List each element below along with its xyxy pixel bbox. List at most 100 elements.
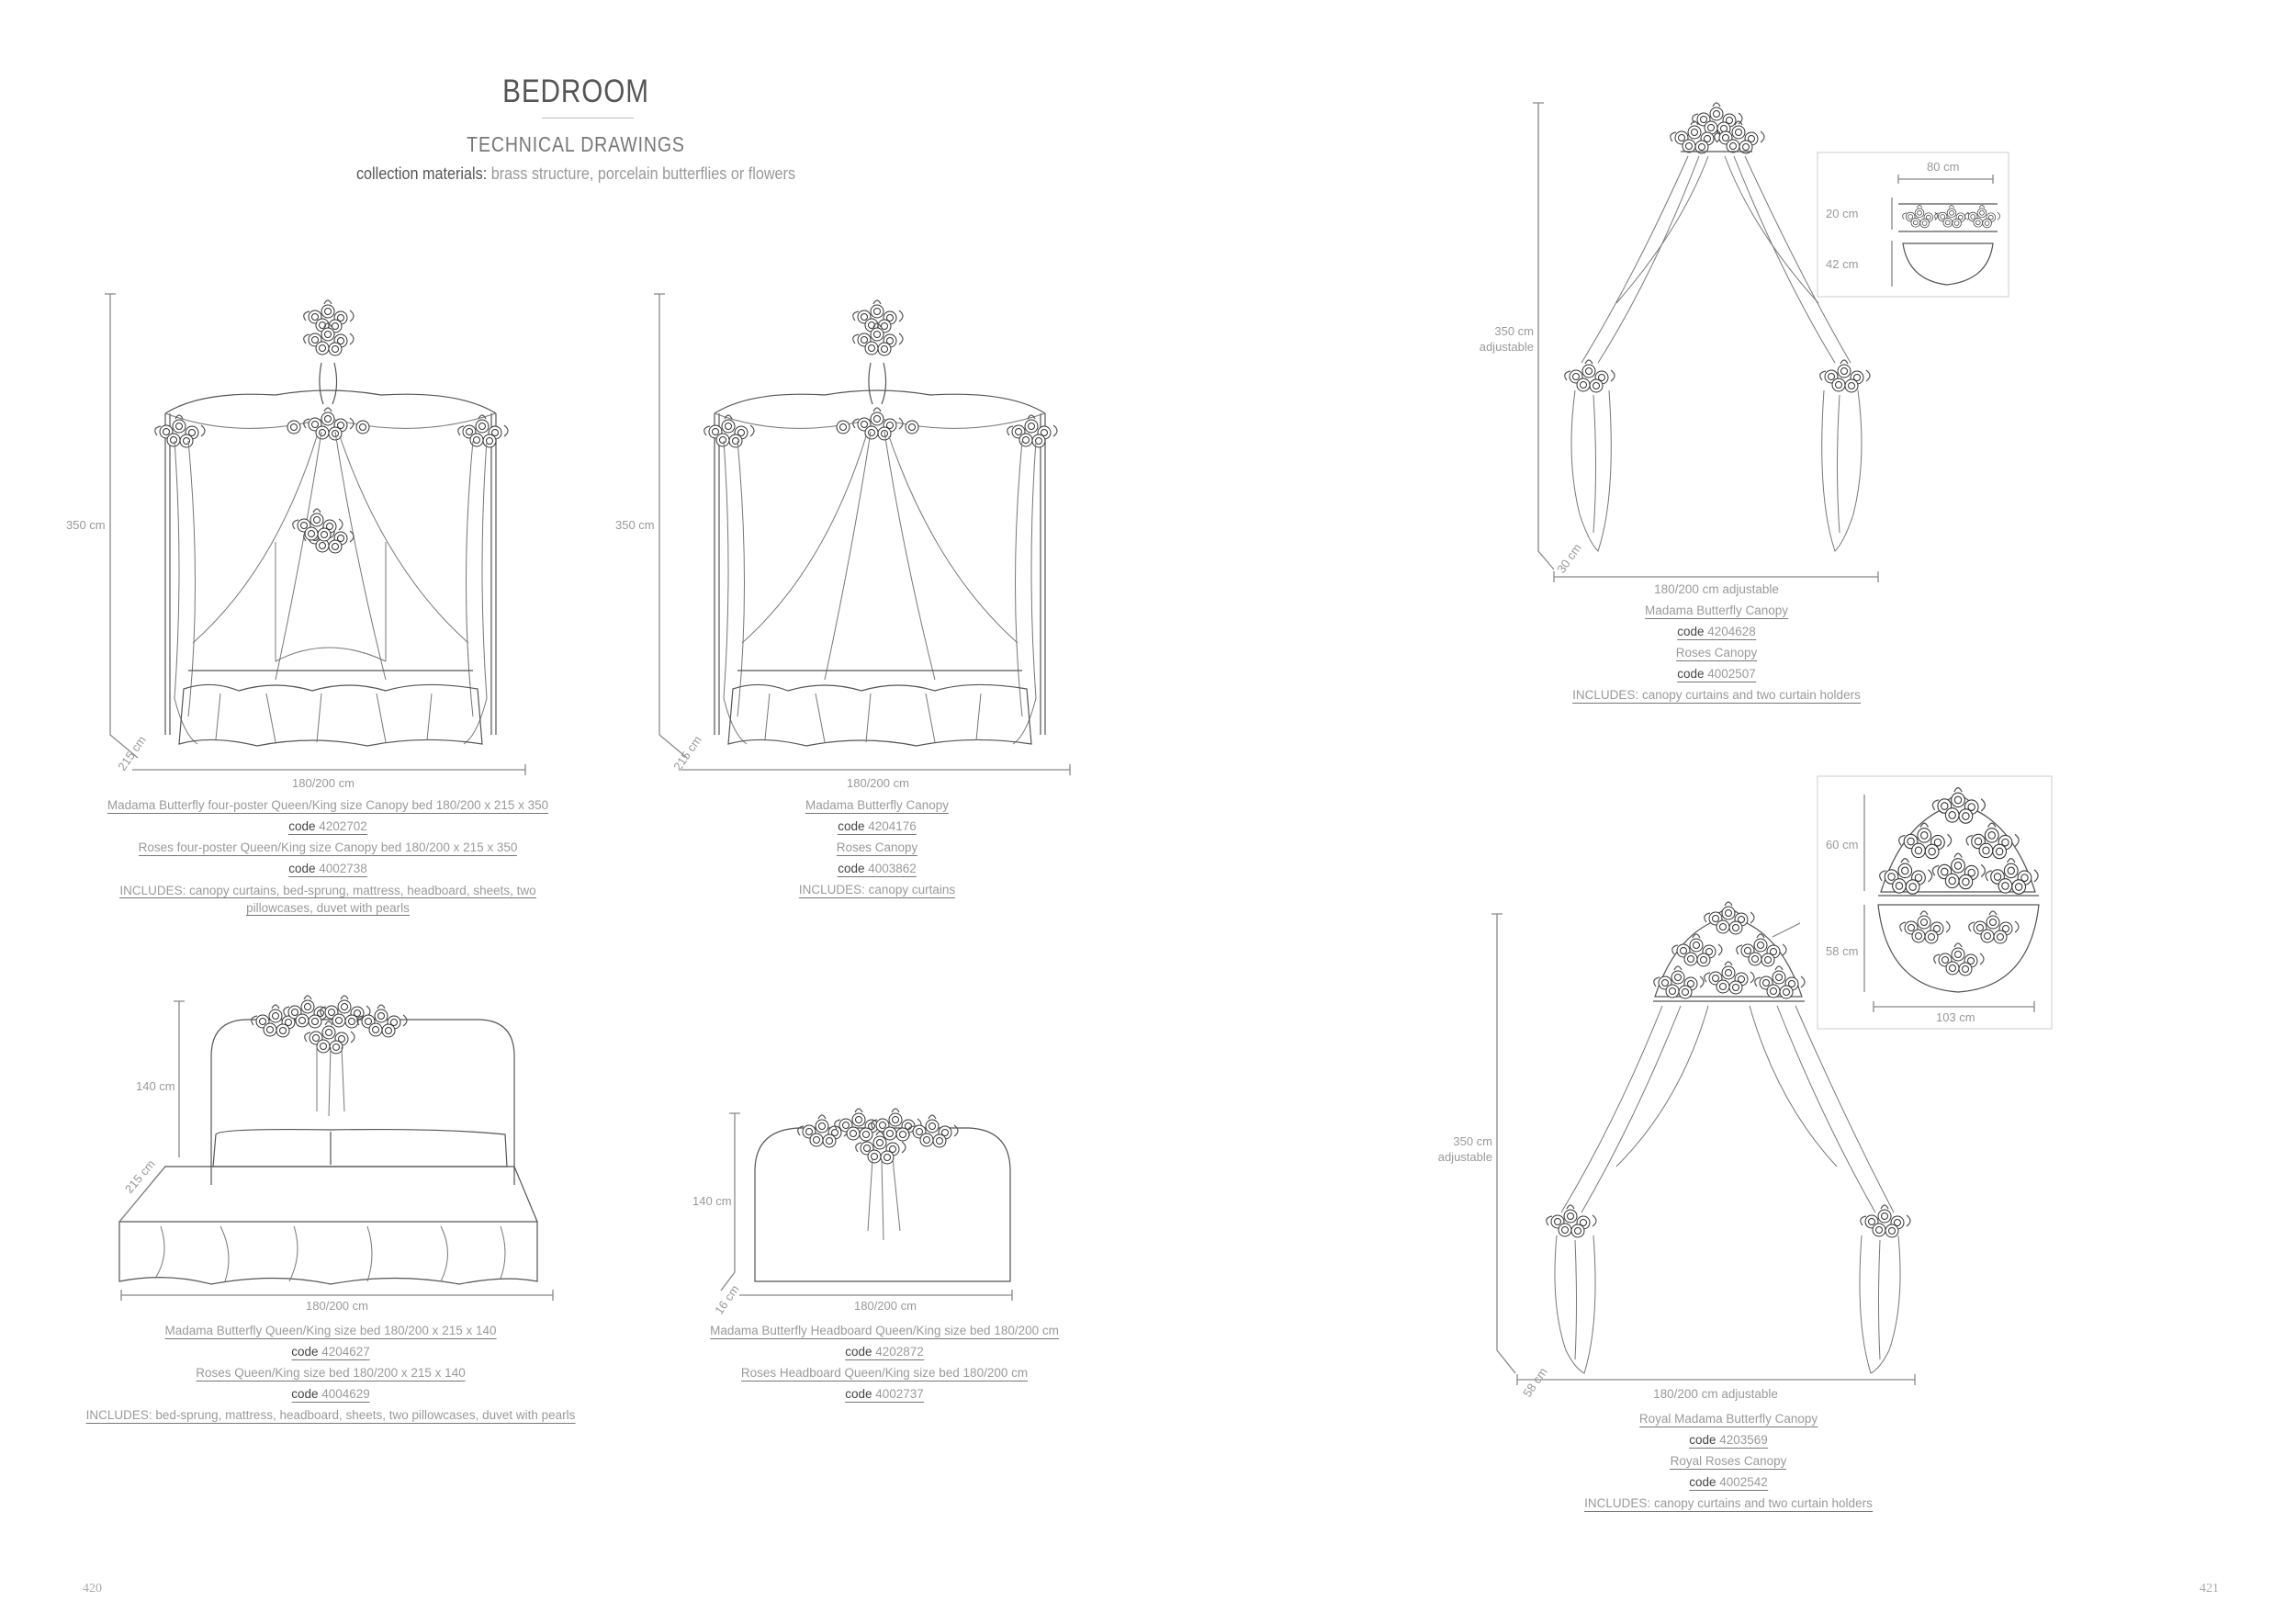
drawing-headboard: 140 cm 16 cm 180/200 cm xyxy=(692,1109,1013,1317)
product-caption-madama-canopy: Madama Butterfly Canopy code 4204176 Ros… xyxy=(798,797,956,903)
code-value: 4002737 xyxy=(875,1387,924,1401)
code-value: 4003862 xyxy=(868,862,917,875)
product-code: code 4204176 xyxy=(838,818,917,835)
product-caption-royal-canopy: Royal Madama Butterfly Canopy code 42035… xyxy=(1584,1411,1873,1517)
inset-height-bottom-label: 58 cm xyxy=(1826,944,1858,958)
inset-height-top-label: 60 cm xyxy=(1826,838,1858,851)
height-label: 350 cm xyxy=(615,518,655,532)
materials-label: collection materials: xyxy=(355,164,488,183)
inset-width-label: 103 cm xyxy=(1936,1010,1975,1024)
materials-value: brass structure, porcelain butterflies o… xyxy=(490,164,796,183)
product-caption-wall-canopy: Madama Butterfly Canopy code 4204628 Ros… xyxy=(1572,603,1861,708)
code-value: 4004629 xyxy=(321,1387,370,1401)
product-code: code 4202702 xyxy=(288,818,367,835)
product-caption-headboard: Madama Butterfly Headboard Queen/King si… xyxy=(710,1323,1059,1407)
code-label: code xyxy=(838,819,865,833)
product-name: Roses Queen/King size bed 180/200 x 215 … xyxy=(196,1366,466,1382)
height-label: 140 cm xyxy=(136,1079,175,1093)
code-label: code xyxy=(288,862,316,875)
product-code: code 4202872 xyxy=(845,1344,924,1360)
product-code: code 4002542 xyxy=(1689,1474,1768,1491)
code-label: code xyxy=(1689,1475,1716,1489)
code-value: 4204627 xyxy=(321,1345,370,1359)
width-label: 180/200 cm adjustable xyxy=(1653,1387,1778,1401)
code-label: code xyxy=(1677,667,1705,681)
code-label: code xyxy=(845,1387,872,1401)
product-name: Madama Butterfly Queen/King size bed 180… xyxy=(164,1324,497,1339)
width-label: 180/200 cm adjustable xyxy=(1654,582,1779,596)
code-label: code xyxy=(288,819,316,833)
product-code: code 4002738 xyxy=(288,861,367,877)
page-number-right: 421 xyxy=(2200,1582,2219,1596)
width-label: 180/200 cm xyxy=(847,776,909,790)
product-code: code 4004629 xyxy=(291,1386,370,1403)
includes-text: INCLUDES: canopy curtains xyxy=(798,883,956,898)
product-name: Roses Canopy xyxy=(1675,646,1758,661)
code-label: code xyxy=(845,1345,872,1359)
page-number-left: 420 xyxy=(83,1582,102,1596)
product-code: code 4204627 xyxy=(291,1344,370,1360)
width-label-royal-canopy: 180/200 cm adjustable xyxy=(1653,1383,1778,1404)
code-label: code xyxy=(291,1387,319,1401)
width-label: 180/200 cm xyxy=(292,776,355,790)
depth-label: 16 cm xyxy=(712,1282,742,1317)
code-value: 4202702 xyxy=(319,819,367,833)
page-subtitle: TECHNICAL DRAWINGS xyxy=(467,132,685,156)
product-name: Roses four-poster Queen/King size Canopy… xyxy=(138,840,518,856)
product-code: code 4003862 xyxy=(838,861,917,877)
product-code: code 4002737 xyxy=(845,1386,924,1403)
depth-label: 215 cm xyxy=(122,1157,158,1196)
inset-height-bottom-label: 42 cm xyxy=(1826,257,1858,271)
width-label-canopy: 180/200 cm adjustable xyxy=(1654,579,1779,600)
includes-text: INCLUDES: canopy curtains and two curtai… xyxy=(1584,1496,1873,1512)
code-label: code xyxy=(291,1345,319,1359)
width-label: 180/200 cm xyxy=(306,1299,368,1313)
product-code: code 4002507 xyxy=(1677,666,1756,682)
code-label: code xyxy=(1677,625,1705,638)
page-title: BEDROOM xyxy=(502,73,649,109)
depth-label: 215 cm xyxy=(670,733,704,773)
product-name: Madama Butterfly four-poster Queen/King … xyxy=(107,798,549,814)
includes-text: INCLUDES: canopy curtains and two curtai… xyxy=(1572,688,1861,704)
depth-label: 30 cm xyxy=(1554,541,1584,576)
code-label: code xyxy=(838,862,865,875)
drawing-four-poster-bed: 350 cm 215 cm 180/200 cm xyxy=(66,293,526,790)
product-name: Roses Headboard Queen/King size bed 180/… xyxy=(740,1366,1029,1382)
includes-text: INCLUDES: canopy curtains, bed-sprung, m… xyxy=(119,884,536,916)
code-value: 4202872 xyxy=(875,1345,924,1359)
inset-height-top-label: 20 cm xyxy=(1826,207,1858,220)
includes-text: INCLUDES: bed-sprung, mattress, headboar… xyxy=(85,1408,576,1424)
product-name: Royal Roses Canopy xyxy=(1670,1454,1787,1470)
detail-inset xyxy=(1817,152,2009,298)
drawing-madama-canopy: 350 cm 215 cm 180/200 cm xyxy=(615,293,1071,790)
drawing-royal-canopy: 58 cm 60 cm 58 cm 103 cm xyxy=(1491,775,2053,1400)
depth-label: 215 cm xyxy=(115,733,149,773)
product-caption-bed: Madama Butterfly Queen/King size bed 180… xyxy=(85,1323,576,1428)
drawing-wall-canopy: 350 cm adjustable 30 cm 80 cm 20 cm 42 c… xyxy=(1533,102,2009,582)
depth-label: 58 cm xyxy=(1520,1365,1550,1400)
code-value: 4002507 xyxy=(1707,667,1756,681)
code-value: 4203569 xyxy=(1719,1433,1768,1447)
code-value: 4002738 xyxy=(319,862,367,875)
height-label: 140 cm xyxy=(692,1194,732,1208)
width-label: 180/200 cm xyxy=(854,1299,917,1313)
product-name: Madama Butterfly Canopy xyxy=(1644,603,1789,619)
inset-width-label: 80 cm xyxy=(1927,160,1959,174)
code-value: 4204176 xyxy=(868,819,917,833)
code-label: code xyxy=(1689,1433,1716,1447)
code-value: 4204628 xyxy=(1707,625,1756,638)
product-code: code 4204628 xyxy=(1677,624,1756,640)
drawing-bed: 140 cm 215 cm 180/200 cm xyxy=(118,996,554,1313)
product-name: Madama Butterfly Headboard Queen/King si… xyxy=(710,1324,1059,1339)
detail-inset xyxy=(1817,775,2053,1030)
product-name: Roses Canopy xyxy=(836,840,918,856)
code-value: 4002542 xyxy=(1719,1475,1768,1489)
product-name: Royal Madama Butterfly Canopy xyxy=(1638,1412,1818,1427)
product-name: Madama Butterfly Canopy xyxy=(805,798,950,814)
product-code: code 4203569 xyxy=(1689,1432,1768,1449)
height-label: 350 cm xyxy=(66,518,106,532)
